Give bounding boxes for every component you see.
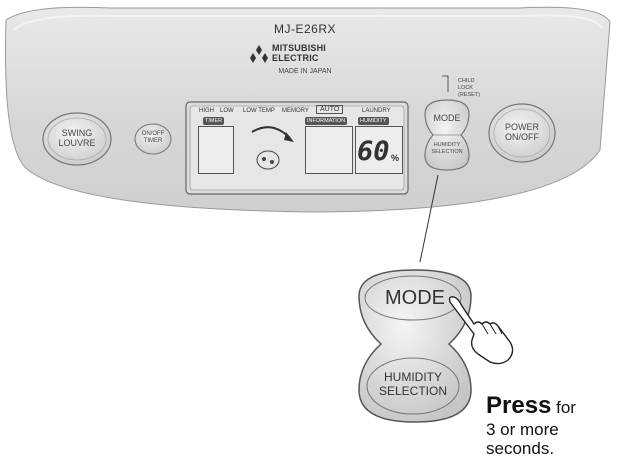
humidity-window (355, 126, 403, 174)
swing-louvre-label-line1: SWING (61, 128, 93, 138)
made-in-label: MADE IN JAPAN (278, 68, 332, 75)
on-off-timer-label-line1: ON/OFF (141, 131, 165, 137)
power-label-line1: POWER (504, 122, 539, 132)
press-word: Press (486, 392, 552, 419)
child-lock-line2: LOCK (458, 85, 473, 91)
mode-button-large[interactable]: MODE (367, 280, 463, 316)
mode-button-small[interactable]: MODE (425, 104, 469, 132)
power-label-line2: ON/OFF (505, 132, 539, 142)
press-line3: seconds. (486, 439, 555, 458)
three-diamonds-logo (250, 45, 268, 63)
on-off-timer-button[interactable]: ON/OFF TIMER (133, 122, 173, 156)
power-button-shape (488, 103, 556, 163)
pointing-hand-icon (448, 296, 514, 365)
display-label-low-temp: LOW TEMP (243, 108, 275, 114)
swing-louvre-button-shape (42, 112, 112, 166)
swing-louvre-button[interactable]: SWING LOUVRE (41, 111, 113, 167)
swing-louvre-label-line2: LOUVRE (58, 138, 96, 148)
brand-name-line1: MITSUBISHI (272, 43, 327, 53)
humidity-selection-small-line2: SELECTION (431, 149, 463, 155)
humidity-selection-large-line2: SELECTION (378, 384, 447, 398)
child-lock-label: CHILD LOCK (RESET) (458, 78, 480, 99)
model-number: MJ-E26RX (273, 22, 336, 36)
brand-name-line2: ELECTRIC (272, 53, 319, 63)
mode-humidity-group-shape (424, 99, 470, 171)
timer-tag: TIMER (203, 117, 225, 125)
display-label-high: HIGH (199, 108, 214, 114)
humidity-value: 60 (357, 136, 390, 167)
on-off-timer-button-shape (134, 123, 172, 155)
humidity-selection-large-line1: HUMIDITY (384, 370, 442, 384)
mode-humidity-button-group: MODE HUMIDITY SELECTION (421, 96, 473, 174)
humidity-tag: HUMIDITY (358, 117, 389, 125)
display-label-laundry: LAUNDRY (362, 108, 391, 114)
humidity-selection-button-large[interactable]: HUMIDITY SELECTION (363, 370, 463, 398)
humidity-selection-small-line1: HUMIDITY (433, 142, 461, 148)
information-window (305, 126, 353, 174)
mode-button-large-label: MODE (385, 287, 445, 309)
display-label-low: LOW (220, 108, 234, 114)
display-label-auto: AUTO (316, 105, 344, 114)
enlarged-button-group (358, 269, 472, 423)
press-instruction: Press for 3 or more seconds. (486, 392, 616, 458)
humidity-selection-button-small[interactable]: HUMIDITY SELECTION (425, 142, 469, 166)
humidity-unit: % (391, 153, 400, 163)
on-off-timer-label-line2: TIMER (143, 138, 163, 144)
mode-button-small-label: MODE (433, 113, 461, 123)
information-tag: INFORMATION (305, 117, 348, 125)
airflow-icon (251, 126, 294, 170)
child-lock-line1: CHILD (458, 78, 475, 84)
press-line2: 3 or more (486, 420, 559, 439)
display-label-memory: MEMORY (282, 108, 309, 114)
press-for: for (551, 398, 576, 417)
power-button[interactable]: POWER ON/OFF (487, 102, 557, 164)
child-lock-line3: (RESET) (458, 92, 480, 98)
timer-window (198, 126, 234, 174)
